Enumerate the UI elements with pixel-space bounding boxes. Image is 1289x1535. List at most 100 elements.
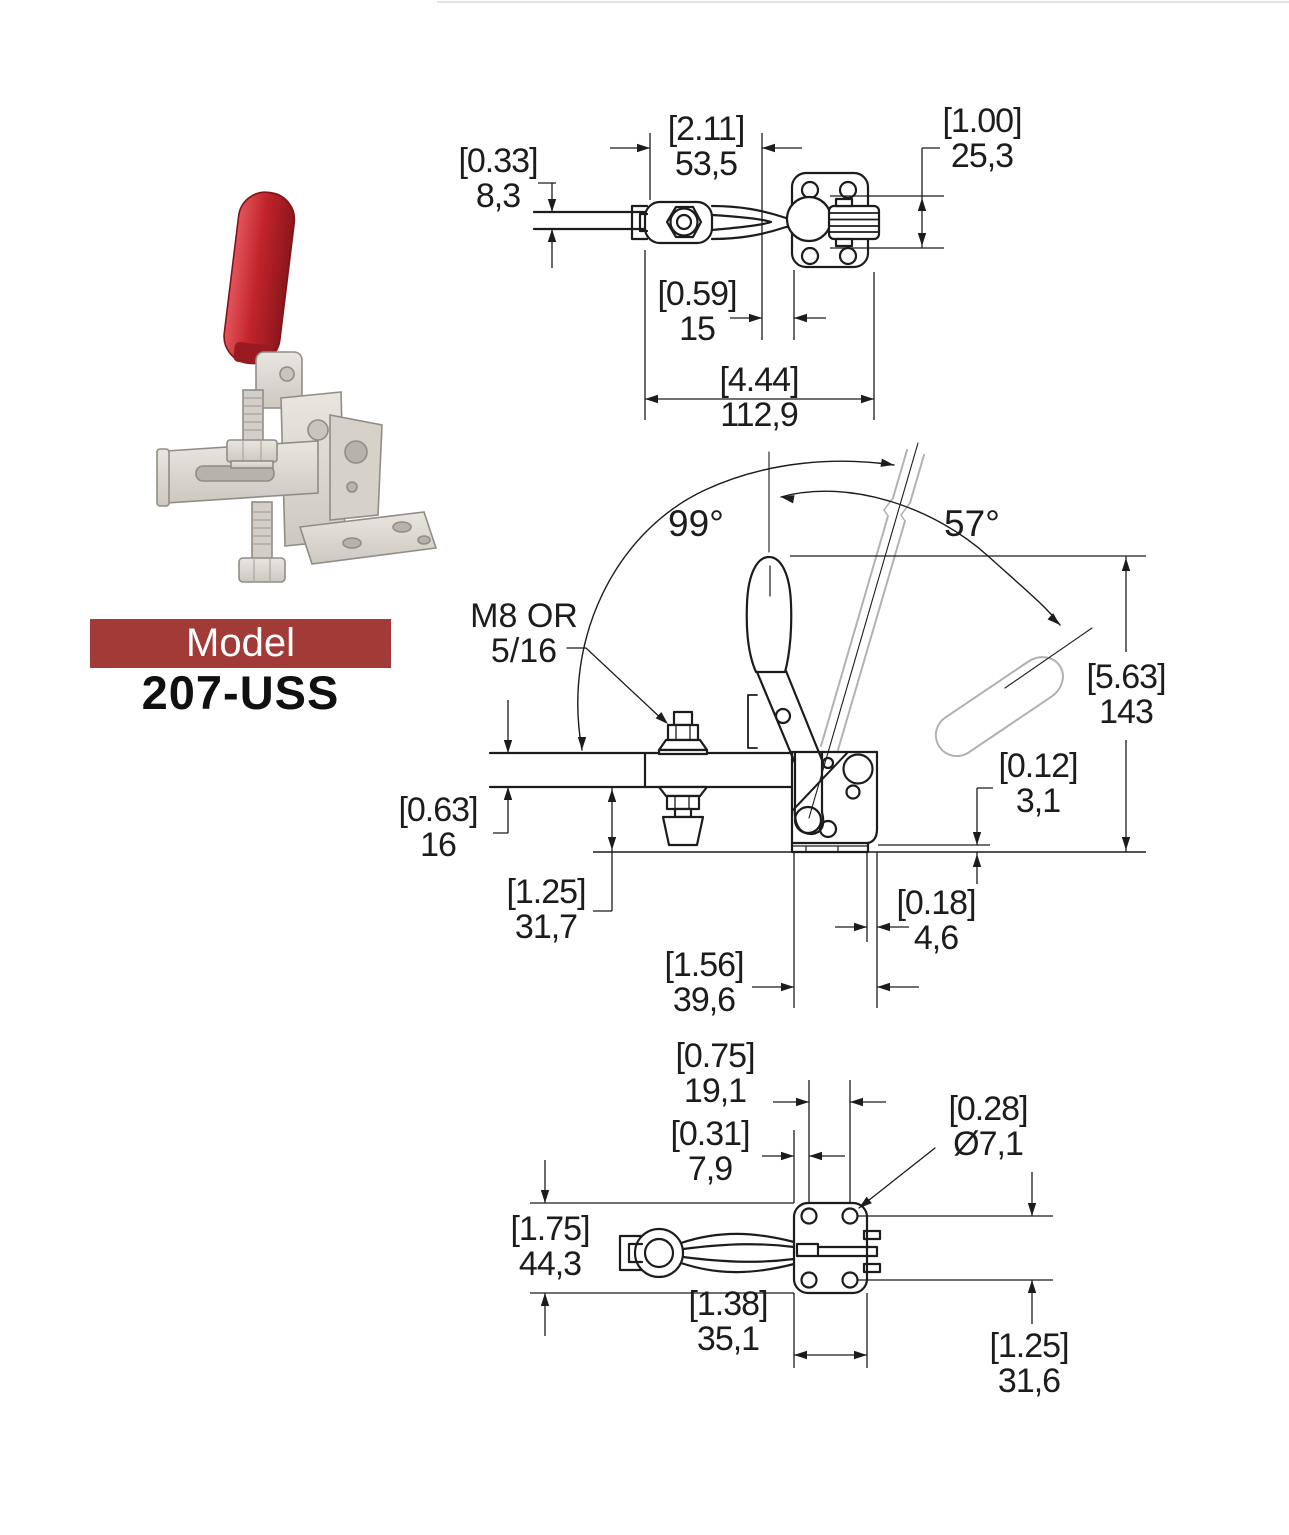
arm-body-top-view (643, 200, 714, 245)
dimension-arrowhead (917, 198, 927, 211)
dimension-arrowhead (637, 143, 650, 153)
dimension-arrowhead (796, 1097, 809, 1107)
dimension-arrowhead (850, 1097, 863, 1107)
dim-pivot-offset: [0.59] 15 (657, 275, 737, 348)
mount-hole (800, 1207, 818, 1225)
angle-label-99: 99° (668, 503, 724, 544)
side-view-linework (488, 555, 879, 854)
dimension-arrowhead (503, 787, 513, 800)
phantom-open-position (820, 449, 1064, 758)
dimension-arrowhead (794, 1350, 807, 1360)
dim-base-depth: [1.56] 39,6 (664, 946, 744, 1019)
dimension-arrowhead (1121, 558, 1131, 571)
arm-ring-bottom-view (633, 1227, 685, 1279)
model-number: 207-USS (141, 666, 340, 719)
dim-base-lip-height: [0.12] 3,1 (998, 747, 1078, 820)
dimension-arrowhead (917, 233, 927, 246)
dimension-arrowhead (540, 1293, 550, 1306)
page-top-rule (437, 1, 1289, 3)
dimension-arrowhead (794, 313, 807, 323)
angle-arc-57 (780, 490, 1061, 626)
dim-hole-diameter: [0.28] Ø7,1 (948, 1090, 1028, 1163)
phantom-axis-line (808, 442, 919, 819)
dim-bar-thickness: [0.33] 8,3 (458, 142, 538, 215)
phantom-handle-grip (934, 656, 1064, 758)
angle-label-57: 57° (944, 503, 1000, 544)
dimension-arrowhead (1027, 1280, 1037, 1293)
spindle-foot (661, 815, 705, 847)
dimension-arrowhead (547, 199, 557, 212)
dim-hole-spacing-y: [1.25] 31,6 (989, 1327, 1069, 1400)
dimension-arrowhead (503, 740, 513, 753)
dim-bar-height: [0.63] 16 (398, 791, 478, 864)
dimension-arrowhead (809, 1151, 822, 1161)
dimension-arrowhead (972, 832, 982, 845)
model-label: Model (186, 621, 295, 665)
dim-hole-edge-offset: [0.31] 7,9 (670, 1115, 750, 1188)
dim-overall-height: [5.63] 143 (1086, 658, 1166, 731)
dim-base-plate-width: [1.38] 35,1 (688, 1285, 768, 1358)
handle-grip-top-view (827, 204, 881, 241)
spindle-rod-bottom-view (816, 1245, 879, 1258)
thread-note-leader (566, 647, 666, 723)
dimension-arrowhead (877, 922, 890, 932)
clamp-spindle-bottom (238, 501, 286, 583)
hex-nut-top-view (665, 205, 703, 239)
arm-bar-side-view (488, 751, 793, 789)
clamp-base-flange (298, 511, 438, 565)
arm-fork-bottom-view (679, 1232, 796, 1274)
dimension-arrowhead (781, 1151, 794, 1161)
dim-hole-spacing-x: [0.75] 19,1 (675, 1037, 755, 1110)
dimension-arrowhead (1047, 613, 1060, 625)
dimension-arrowhead (861, 394, 874, 404)
reference-lines (566, 442, 1093, 1209)
hole-dia-leader (858, 1147, 936, 1209)
dimension-arrowheads (503, 143, 1131, 1360)
dimension-arrowhead (880, 458, 894, 467)
dimension-arrowhead (547, 229, 557, 242)
clamp-body-side-view (789, 750, 879, 845)
dimension-arrowhead (645, 394, 658, 404)
pivot-boss-top-view (785, 195, 833, 243)
dimension-arrowhead (859, 1196, 872, 1208)
open-axis-line (1004, 627, 1093, 689)
clamp-pivot-plate (329, 414, 383, 521)
mount-hole (800, 1271, 818, 1289)
spindle-bar-top-view (532, 210, 647, 231)
clamp-handle-red (223, 191, 296, 366)
base-plate-side-view (790, 841, 870, 854)
dimension-arrowhead (854, 1350, 867, 1360)
dimension-arrowhead (749, 313, 762, 323)
mount-plate-bottom-view (792, 1201, 869, 1295)
dim-overall-length: [4.44] 112,9 (719, 361, 799, 434)
handle-side-view (745, 555, 793, 674)
dimension-arrowhead (877, 982, 890, 992)
dim-bar-to-base: [1.25] 31,7 (506, 873, 586, 946)
dimension-arrowhead (655, 712, 668, 724)
dimension-arrowhead (781, 982, 794, 992)
dim-arm-length: [2.11] 53,5 (667, 110, 746, 183)
thread-note: M8 OR 5/16 (470, 597, 578, 670)
dimension-arrowhead (781, 495, 795, 504)
angle-arc-99 (577, 460, 895, 751)
bottom-view-linework (618, 1201, 882, 1295)
dimension-arrowhead (607, 837, 617, 850)
clamp-lever-link (255, 351, 303, 409)
mount-hole (800, 246, 820, 266)
dimension-arrowhead (1121, 837, 1131, 850)
arm-clevis-bottom-view (618, 1234, 644, 1272)
dim-flange-offset: [0.18] 4,6 (896, 884, 976, 957)
mount-hole (800, 180, 820, 200)
clamp-spindle-top (226, 389, 278, 469)
mount-hole (838, 246, 858, 266)
top-view-linework (532, 171, 881, 269)
product-photo (156, 191, 438, 583)
dimension-arrowhead (762, 143, 775, 153)
model-label-plate: Model (90, 619, 391, 668)
arm-fork-top-view (710, 204, 788, 241)
spindle-side-view (657, 710, 709, 847)
dim-boss-height: [1.00] 25,3 (942, 102, 1022, 175)
dimension-arrowhead (607, 789, 617, 802)
